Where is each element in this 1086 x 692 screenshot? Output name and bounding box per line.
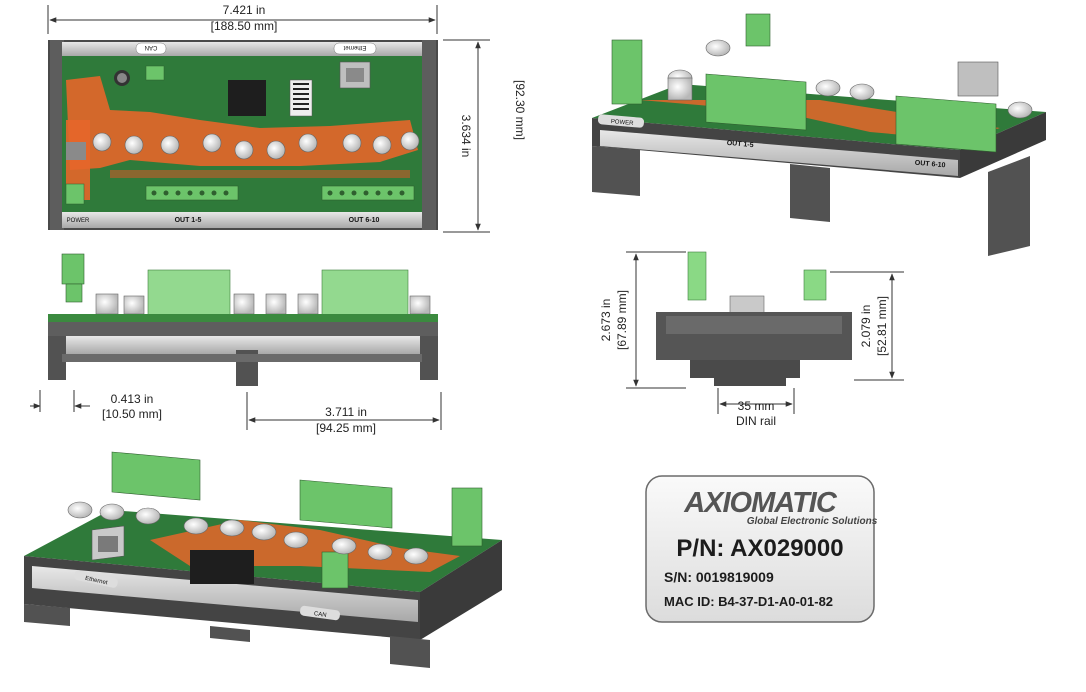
iso-ethernet-label: Ethernet	[84, 576, 108, 587]
foot-spacing-inches: 3.711 in	[325, 405, 367, 419]
side-height-inches: 2.673 in	[599, 299, 613, 342]
side-height-mm: [67.89 mm]	[615, 290, 629, 350]
offset-inches: 0.413 in	[111, 392, 154, 406]
iso-view-front: Ethernet CAN	[24, 451, 502, 668]
top-view: 7.421 in [188.50 mm] 3.634 in [92.30 mm]	[47, 3, 527, 233]
top-ethernet-label: Ethernet	[343, 44, 366, 50]
top-can-label: CAN	[145, 44, 158, 50]
front-view: 0.413 in [10.50 mm] 3.711 in [94.25 mm]	[30, 253, 442, 435]
rail-height-mm: [52.81 mm]	[875, 296, 889, 356]
serial-number: S/N: 0019819009	[664, 569, 774, 585]
rail-height-inches: 2.079 in	[859, 305, 873, 348]
height-mm: [92.30 mm]	[513, 80, 527, 140]
brand-logo: AXIOMATIC	[683, 487, 838, 519]
offset-mm: [10.50 mm]	[102, 407, 162, 421]
din-rail-label: DIN rail	[736, 414, 776, 428]
front-terminal-1	[147, 269, 231, 317]
front-terminal-2	[321, 269, 409, 317]
iso-power-label: POWER	[611, 119, 635, 127]
mac-id: MAC ID: B4-37-D1-A0-01-82	[664, 594, 833, 609]
din-width: 35 mm	[738, 399, 775, 413]
iso-view-rear: POWER OUT 1-5 OUT 6-10	[592, 13, 1046, 256]
width-mm: [188.50 mm]	[211, 19, 278, 33]
iso-can-label: CAN	[313, 611, 326, 619]
label-plate-border	[645, 475, 875, 623]
top-capacitors	[92, 131, 420, 160]
bottom-rail	[62, 212, 422, 228]
width-inches: 7.421 in	[223, 3, 266, 17]
top-power-label: POWER	[67, 218, 90, 224]
side-view: 2.673 in [67.89 mm] 2.079 in [52.81 mm] …	[599, 251, 904, 428]
iso-out-1-5-label: OUT 1-5	[726, 140, 753, 149]
top-out-6-10-label: OUT 6-10	[349, 217, 380, 224]
height-inches: 3.634 in	[459, 115, 473, 158]
iso-out-6-10-label: OUT 6-10	[915, 160, 946, 170]
brand-tagline: Global Electronic Solutions	[747, 516, 878, 527]
processor-chip	[228, 80, 266, 116]
part-number: P/N: AX029000	[676, 535, 843, 562]
top-out-1-5-label: OUT 1-5	[175, 217, 202, 224]
label-plate: AXIOMATIC Global Electronic Solutions P/…	[645, 475, 878, 623]
foot-spacing-mm: [94.25 mm]	[316, 421, 376, 435]
